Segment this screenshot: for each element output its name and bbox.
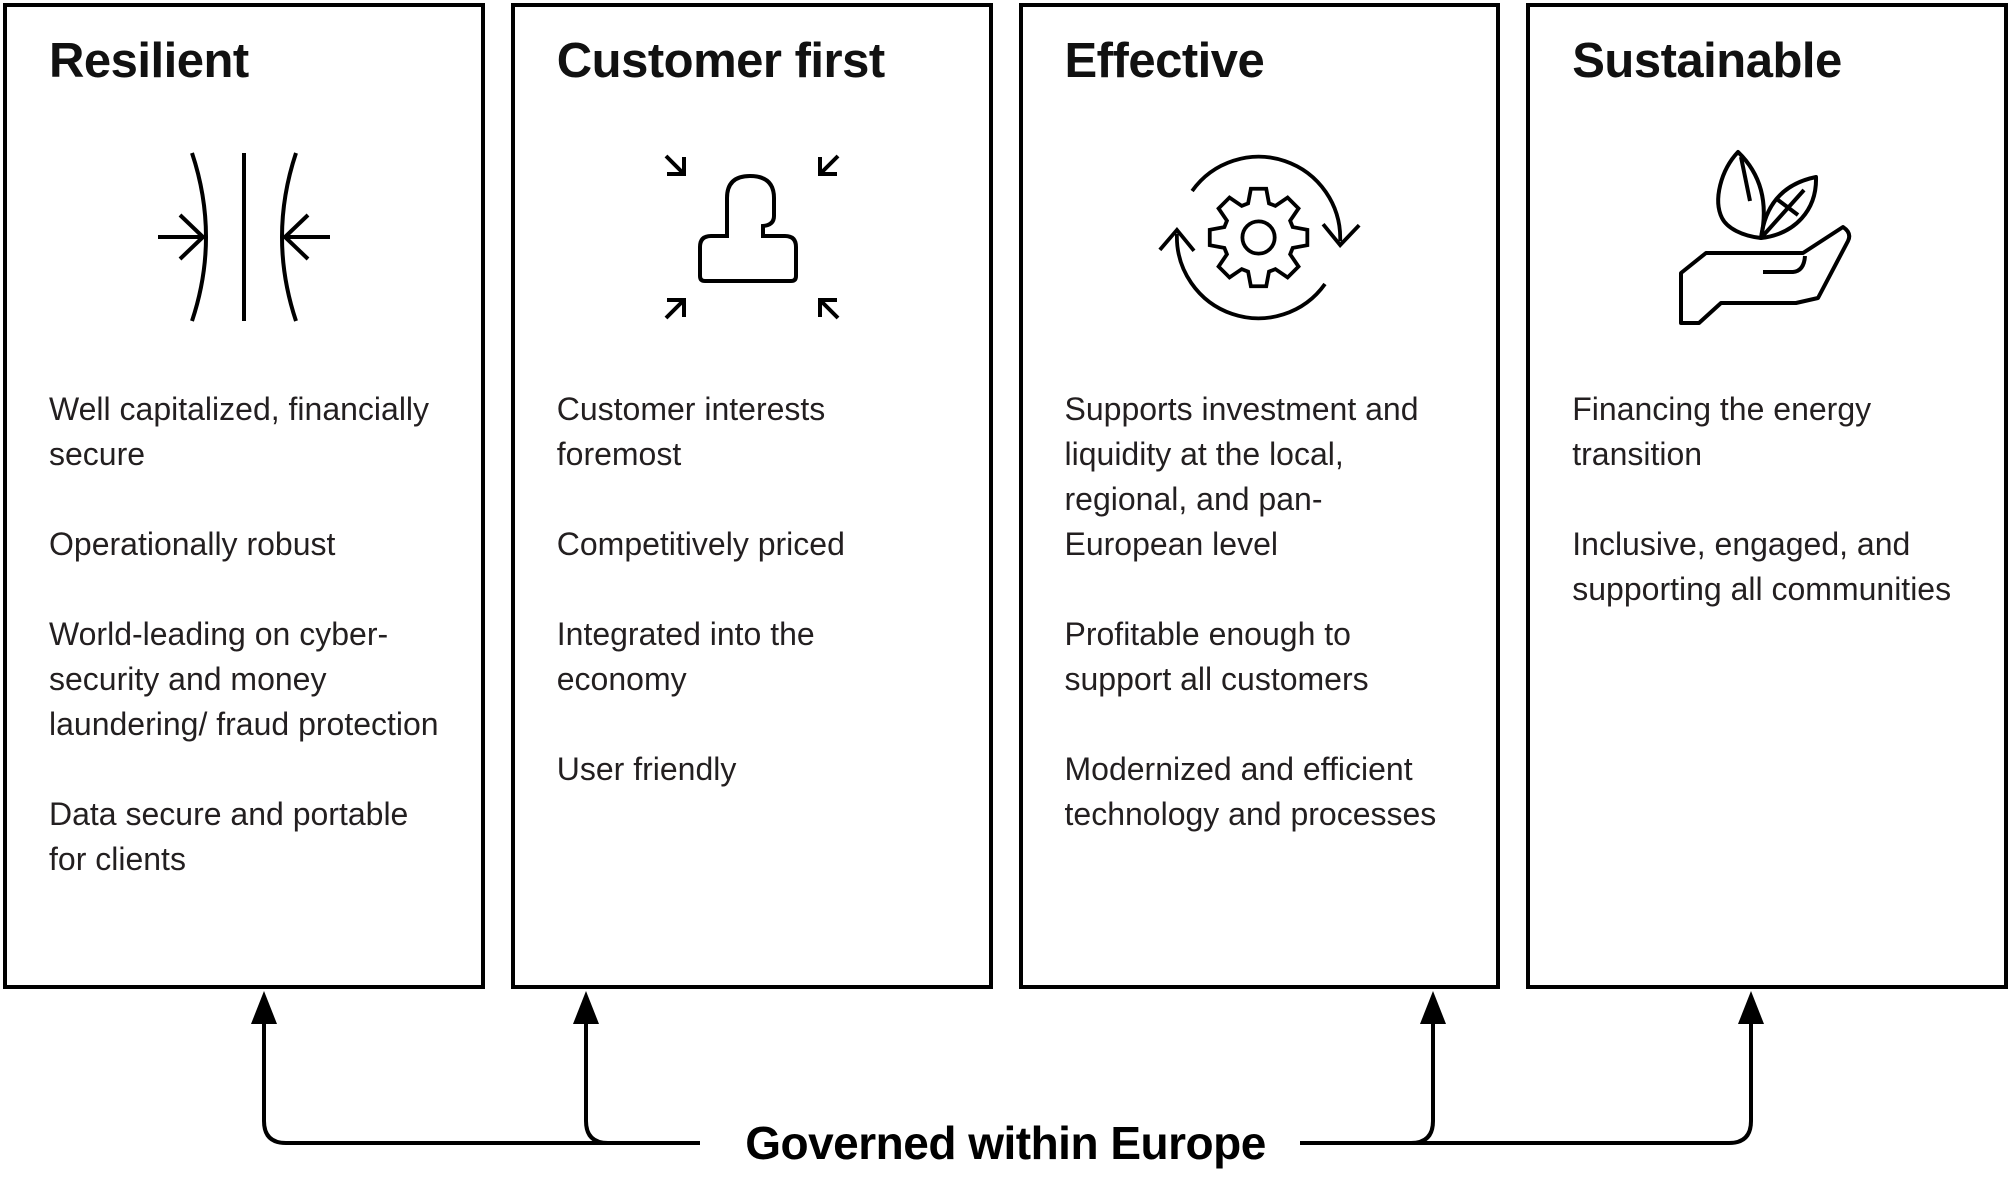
pillar-title: Sustainable [1572,34,1842,88]
pillar-item: Integrated into the economy [556,616,815,698]
pillar-effective: Effective Supports investment and liquid… [1018,3,1501,989]
pillar-item: World-leading on cyber-security and mone… [49,616,439,743]
pillar-resilient: Resilient Well capitalized, financially … [3,3,485,989]
arrowhead-up [573,991,599,1024]
pillar-item: Inclusive, engaged, and supporting all c… [1572,526,1952,608]
pillar-item: Profitable enough to support all custome… [1064,616,1369,698]
pillar-items: Well capitalized, financially secure Ope… [49,387,439,882]
arrowhead-up [1738,991,1764,1024]
pillar-item: Customer interests foremost [556,391,826,473]
arrowhead-up [1420,991,1446,1024]
arrowhead-up [251,991,277,1024]
pillar-item: Modernized and efficient technology and … [1064,751,1437,833]
pillar-item: Operationally robust [49,526,336,563]
pillar-customer-first: Customer first Customer interests foremo… [510,3,993,989]
pillar-items: Financing the energy transition Inclusiv… [1572,387,1962,612]
pillar-item: Supports investment and liquidity at the… [1064,391,1419,563]
pillar-item: User friendly [556,751,737,788]
pillar-item: Competitively priced [556,526,845,563]
pillar-item: Data secure and portable for clients [49,796,409,878]
governed-within-europe-label: Governed within Europe [745,1117,1266,1169]
pillar-title: Resilient [49,34,249,88]
person-focus-icon [557,147,947,327]
hand-leaves-icon [1572,147,1962,327]
pillar-title: Customer first [556,34,885,88]
pillar-sustainable: Sustainable Financing the energy transit… [1526,3,2008,989]
pillar-title: Effective [1064,34,1265,88]
gear-refresh-icon [1065,147,1455,327]
governed-connector-arrows [251,991,1764,1145]
pillar-items: Customer interests foremost Competitivel… [557,387,947,792]
pillar-item: Well capitalized, financially secure [49,391,430,473]
pillar-items: Supports investment and liquidity at the… [1065,387,1455,837]
pillar-item: Financing the energy transition [1572,391,1872,473]
pillar-row: Resilient Well capitalized, financially … [3,3,2008,989]
converge-arrows-icon [49,147,439,327]
